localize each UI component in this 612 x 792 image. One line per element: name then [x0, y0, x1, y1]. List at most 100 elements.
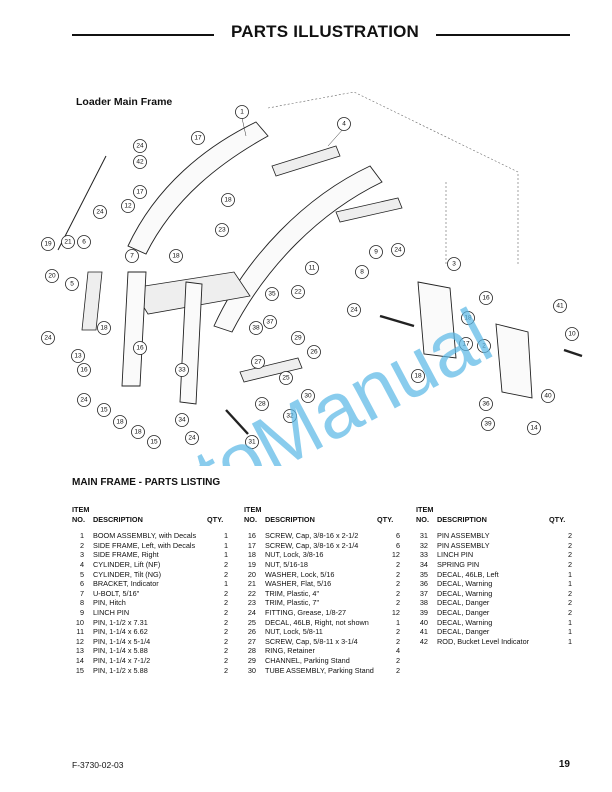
svg-text:26: 26	[310, 349, 318, 356]
callout-9: 9	[369, 245, 383, 259]
svg-text:15: 15	[150, 439, 158, 446]
item-description: DECAL, Danger	[437, 607, 490, 617]
item-number: 16	[247, 531, 256, 541]
document-number: F-3730-02-03	[72, 760, 124, 770]
item-description: PIN ASSEMBLY	[437, 540, 490, 550]
item-description: BRACKET, Indicator	[93, 579, 159, 589]
item-description: TRIM, Plastic, 4"	[265, 588, 320, 598]
column-header-no: NO.	[244, 514, 257, 524]
item-quantity: 2	[395, 569, 400, 579]
callout-17c: 17	[459, 337, 473, 351]
parts-diagram: 1 4 17 24 42 17 18 24 12 23 19 21 6 7 18…	[36, 86, 584, 466]
item-number: 34	[419, 559, 428, 569]
item-number: 35	[419, 569, 428, 579]
item-number: 33	[419, 550, 428, 560]
diagram-section-label: Loader Main Frame	[76, 96, 173, 108]
column-header-qty: QTY.	[549, 514, 566, 524]
item-number: 19	[247, 559, 256, 569]
boom-left-arm	[127, 121, 269, 255]
item-quantity: 2	[223, 646, 228, 656]
callout-24: 24	[133, 139, 147, 153]
callout-32: 32	[283, 409, 297, 423]
svg-text:6: 6	[82, 239, 86, 246]
svg-text:37: 37	[266, 319, 274, 326]
callout-8: 8	[355, 265, 369, 279]
item-description: SCREW, Cap, 3/8-16 x 2-1/2	[265, 531, 359, 541]
callout-25: 25	[279, 371, 293, 385]
item-description: LINCH PIN	[93, 607, 130, 617]
callout-42: 42	[133, 155, 147, 169]
svg-text:18: 18	[464, 315, 472, 322]
item-number: 7	[79, 588, 84, 598]
item-description: SCREW, Cap, 3/8-16 x 2-1/4	[265, 540, 359, 550]
callout-16: 16	[77, 363, 91, 377]
callout-27: 27	[251, 355, 265, 369]
callout-21: 21	[61, 235, 75, 249]
svg-text:24: 24	[136, 143, 144, 150]
svg-text:17: 17	[462, 341, 470, 348]
callout-7: 7	[125, 249, 139, 263]
pin-hitch	[379, 314, 415, 328]
item-description: NUT, Lock, 5/8-11	[265, 627, 323, 637]
callout-36: 36	[479, 397, 493, 411]
item-number: 39	[419, 607, 428, 617]
item-number: 15	[75, 665, 84, 675]
item-number: 13	[75, 646, 84, 656]
svg-text:36: 36	[482, 401, 490, 408]
callout-24c: 24	[41, 331, 55, 345]
item-number: 40	[419, 617, 428, 627]
header-rule-right	[436, 34, 570, 36]
callout-1: 1	[235, 105, 249, 137]
item-quantity: 1	[223, 540, 228, 550]
svg-text:24: 24	[96, 209, 104, 216]
svg-text:17: 17	[194, 135, 202, 142]
callout-16b: 16	[133, 341, 147, 355]
column-header-qty: QTY.	[207, 514, 224, 524]
item-number: 41	[419, 627, 428, 637]
item-description: NUT, Lock, 3/8-16	[265, 550, 324, 560]
svg-text:24: 24	[350, 307, 358, 314]
column-header-no: NO.	[416, 514, 429, 524]
svg-text:27: 27	[254, 359, 262, 366]
callout-3: 3	[447, 257, 461, 271]
assembly-outline	[267, 91, 519, 264]
svg-text:14: 14	[530, 425, 538, 432]
side-frame-left	[121, 271, 147, 387]
item-number: 12	[75, 636, 84, 646]
boom-right-arm	[213, 165, 383, 333]
svg-text:20: 20	[48, 273, 56, 280]
svg-text:40: 40	[544, 393, 552, 400]
callout-30: 30	[301, 389, 315, 403]
callout-18b: 18	[169, 249, 183, 263]
callout-28: 28	[255, 397, 269, 411]
svg-text:16: 16	[136, 345, 144, 352]
callout-35: 35	[265, 287, 279, 301]
item-quantity: 2	[223, 588, 228, 598]
item-quantity: 1	[567, 636, 572, 646]
callout-14: 14	[527, 421, 541, 435]
svg-text:24: 24	[80, 397, 88, 404]
column-header-item: ITEM	[72, 505, 90, 514]
item-number: 4	[79, 559, 84, 569]
item-quantity: 1	[223, 579, 228, 589]
svg-text:5: 5	[70, 281, 74, 288]
item-description: SCREW, Cap, 5/8-11 x 3-1/4	[265, 636, 358, 646]
callout-10: 10	[565, 327, 579, 341]
svg-text:12: 12	[124, 203, 132, 210]
svg-text:31: 31	[248, 439, 256, 446]
column-header-row: NO. DESCRIPTION QTY.	[72, 515, 232, 525]
